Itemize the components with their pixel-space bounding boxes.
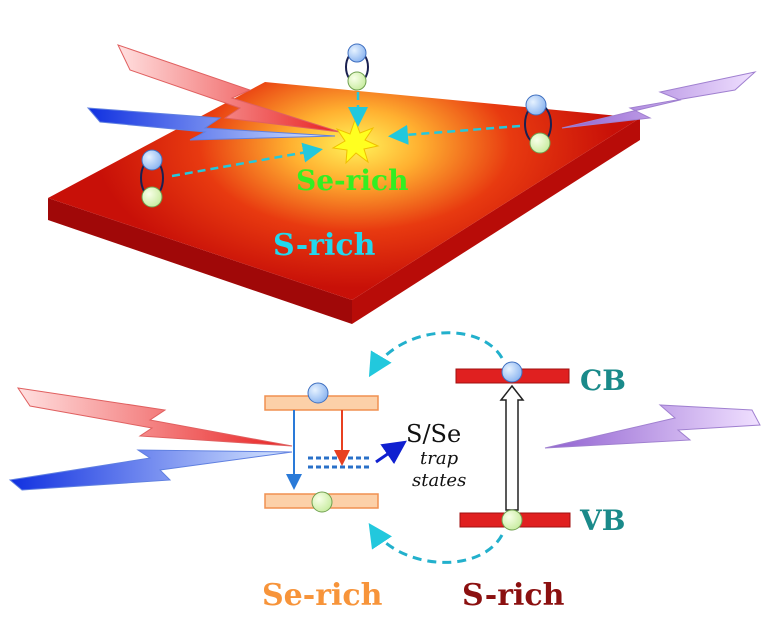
electron-transfer-arc	[368, 331, 504, 378]
exciton-left	[140, 149, 164, 208]
trap-sublabel-2: states	[412, 470, 466, 491]
trap-sublabel-1: trap	[420, 448, 459, 469]
trap-pointer-arrow	[375, 440, 407, 465]
electron-s-rich	[501, 361, 523, 383]
se-rich-bottom-label: Se-rich	[262, 578, 383, 613]
hole-transfer-arc	[368, 523, 504, 564]
blue-light-bolt	[86, 107, 336, 141]
trap-label: S/Se	[406, 420, 461, 448]
s-rich-bottom-label: S-rich	[462, 578, 565, 613]
exciton-right	[524, 94, 552, 154]
hole-s-rich	[501, 509, 523, 531]
recombination-star-icon	[331, 118, 380, 165]
vb-label: VB	[579, 504, 625, 537]
carrier-diffusion-arrows	[171, 92, 521, 178]
purple-light-bolt	[561, 71, 757, 129]
trap-states-lines	[308, 456, 372, 469]
hole-se-rich	[311, 491, 333, 513]
purple-light-bolt-bottom	[544, 404, 761, 449]
exciton-top	[345, 43, 369, 91]
red-light-bolt-bottom	[16, 387, 293, 447]
cb-label: CB	[580, 364, 626, 397]
electron-se-rich	[307, 382, 329, 404]
se-rich-center-label: Se-rich	[296, 164, 408, 197]
excitation-arrow	[499, 384, 525, 511]
blue-light-bolt-bottom	[8, 449, 293, 491]
s-rich-outer-label: S-rich	[273, 228, 376, 263]
red-light-bolt	[117, 44, 341, 133]
